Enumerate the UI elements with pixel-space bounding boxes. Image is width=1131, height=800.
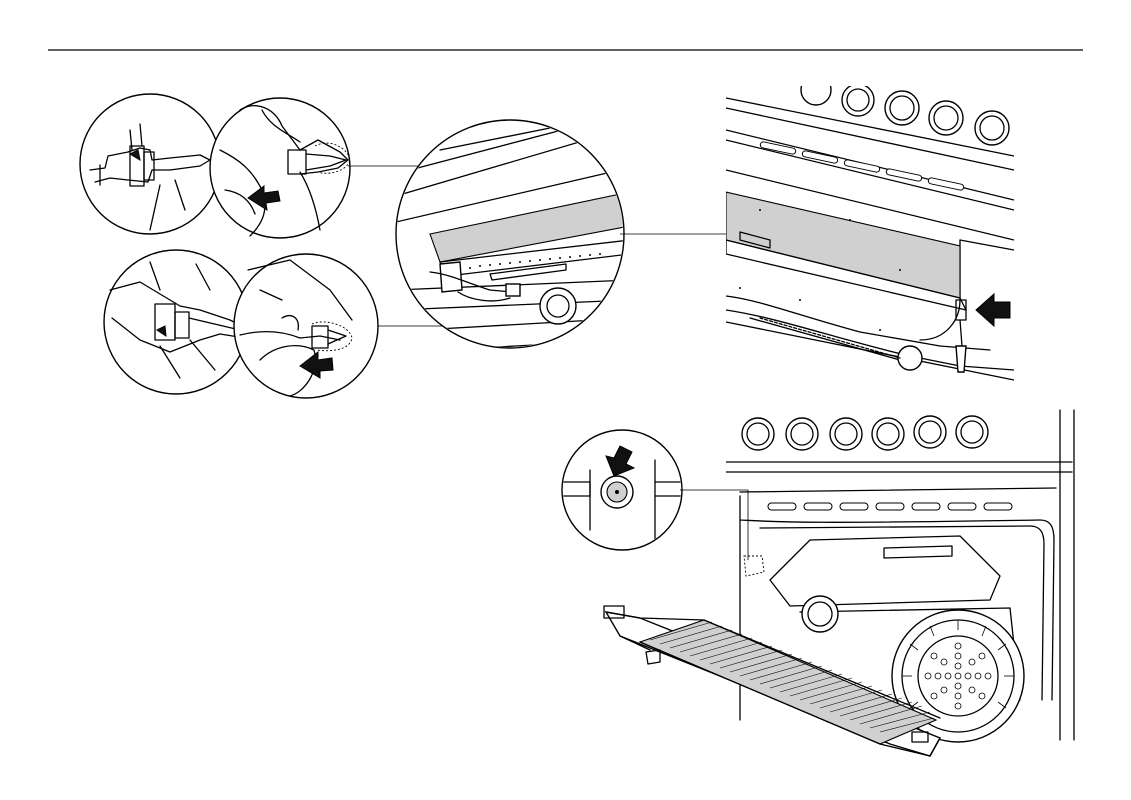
removed-burner-bar (604, 606, 940, 756)
oven-burner-unscrew-figure (726, 75, 1014, 382)
connector-disconnect-upper-figure (80, 94, 430, 262)
burner-screw-detail-figure (560, 430, 748, 560)
burner-detail-figure (396, 120, 726, 350)
